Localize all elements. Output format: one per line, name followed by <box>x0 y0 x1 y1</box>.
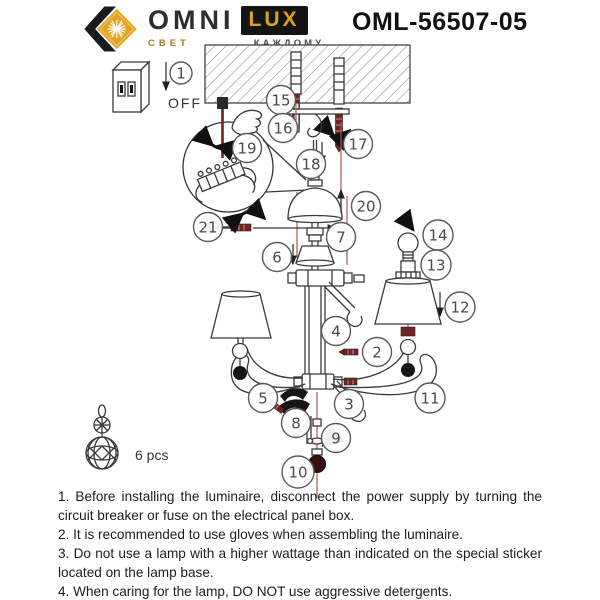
callout-8: 8 <box>280 407 312 439</box>
svg-text:15: 15 <box>271 92 290 110</box>
callout-11: 11 <box>414 382 446 414</box>
hand-icon <box>231 109 263 136</box>
callout-10: 10 <box>281 455 315 489</box>
instruction-step-1: 1. Before installing the luminaire, disc… <box>58 489 542 523</box>
instructions-block: 1. Before installing the luminaire, disc… <box>58 487 542 600</box>
svg-text:6: 6 <box>272 249 282 267</box>
central-column <box>287 222 365 390</box>
rotate-arrow-icon <box>191 125 239 161</box>
light-bulb <box>397 232 419 254</box>
svg-text:14: 14 <box>428 227 447 245</box>
header: OMNI LUX СВЕТ КАЖДОМУ OML-56507-05 <box>0 0 600 56</box>
svg-text:12: 12 <box>450 299 469 317</box>
svg-text:13: 13 <box>426 257 445 275</box>
svg-text:19: 19 <box>237 140 256 158</box>
callout-6: 6 <box>261 241 293 273</box>
lamp-socket <box>400 260 416 273</box>
callout-7: 7 <box>325 221 357 253</box>
callout-3: 3 <box>333 388 365 420</box>
svg-text:17: 17 <box>348 136 367 154</box>
callout-19: 19 <box>231 132 263 164</box>
canopy <box>287 173 345 224</box>
callout-2: 2 <box>361 336 393 368</box>
left-arm-assembly <box>210 290 306 395</box>
callout-16: 16 <box>267 112 299 144</box>
callout-14: 14 <box>422 219 454 251</box>
omnilux-diamond-logo-icon <box>84 6 137 52</box>
callout-9: 9 <box>320 422 352 454</box>
svg-text:11: 11 <box>420 390 439 408</box>
left-lampshade <box>210 293 272 339</box>
callout-15: 15 <box>265 84 297 116</box>
svg-text:21: 21 <box>198 219 217 237</box>
brand-name-lux: LUX <box>240 5 308 35</box>
svg-text:8: 8 <box>291 415 301 433</box>
rotate-arrow-icon <box>221 197 267 234</box>
callout-20: 20 <box>350 190 382 222</box>
ceiling-section <box>204 44 411 104</box>
crystal-pendant-icon <box>85 404 119 470</box>
instruction-step-2: 2. It is recommended to use gloves when … <box>58 527 463 542</box>
right-arm-assembly <box>330 208 444 396</box>
svg-text:2: 2 <box>372 344 382 362</box>
terminal-block <box>195 157 257 203</box>
rotate-arrow-icon <box>312 114 352 152</box>
right-lampshade <box>374 280 442 325</box>
brand-name-omni: OMNI <box>148 4 235 35</box>
brand-logo: OMNI LUX СВЕТ КАЖДОМУ <box>80 4 324 54</box>
gloves-icon <box>278 388 310 414</box>
callout-5: 5 <box>247 382 279 414</box>
rotate-arrow-icon <box>393 208 415 232</box>
callout-1: 1 <box>169 61 193 85</box>
wrench-icon <box>323 281 363 328</box>
svg-text:16: 16 <box>273 120 292 138</box>
svg-text:18: 18 <box>301 156 320 174</box>
svg-text:9: 9 <box>331 430 341 448</box>
arm-screw <box>338 348 359 356</box>
brand-tagline: СВЕТ КАЖДОМУ <box>148 38 324 49</box>
breaker-panel: OFF <box>111 60 202 114</box>
instruction-step-4: 4. When caring for the lamp, DO NOT use … <box>58 584 453 599</box>
callout-18: 18 <box>295 148 327 180</box>
svg-text:7: 7 <box>336 229 346 247</box>
off-label: OFF <box>168 95 202 111</box>
svg-text:10: 10 <box>288 464 307 482</box>
svg-text:1: 1 <box>176 65 186 83</box>
model-number: OML-56507-05 <box>352 8 528 36</box>
svg-text:20: 20 <box>356 198 375 216</box>
callout-13: 13 <box>420 249 452 281</box>
wall-anchor-right <box>312 57 352 153</box>
svg-text:5: 5 <box>258 390 268 408</box>
decor-ball <box>401 363 415 377</box>
svg-text:3: 3 <box>344 396 354 414</box>
callout-21: 21 <box>192 211 224 243</box>
callout-17: 17 <box>342 128 374 160</box>
instruction-step-3: 3. Do not use a lamp with a higher watta… <box>58 546 542 580</box>
svg-text:4: 4 <box>331 323 341 341</box>
decor-ball <box>233 366 247 380</box>
pendant-qty-label: 6 pcs <box>135 447 168 463</box>
ceiling-hook <box>307 113 323 138</box>
callout-12: 12 <box>444 291 476 323</box>
callout-4: 4 <box>320 315 352 347</box>
